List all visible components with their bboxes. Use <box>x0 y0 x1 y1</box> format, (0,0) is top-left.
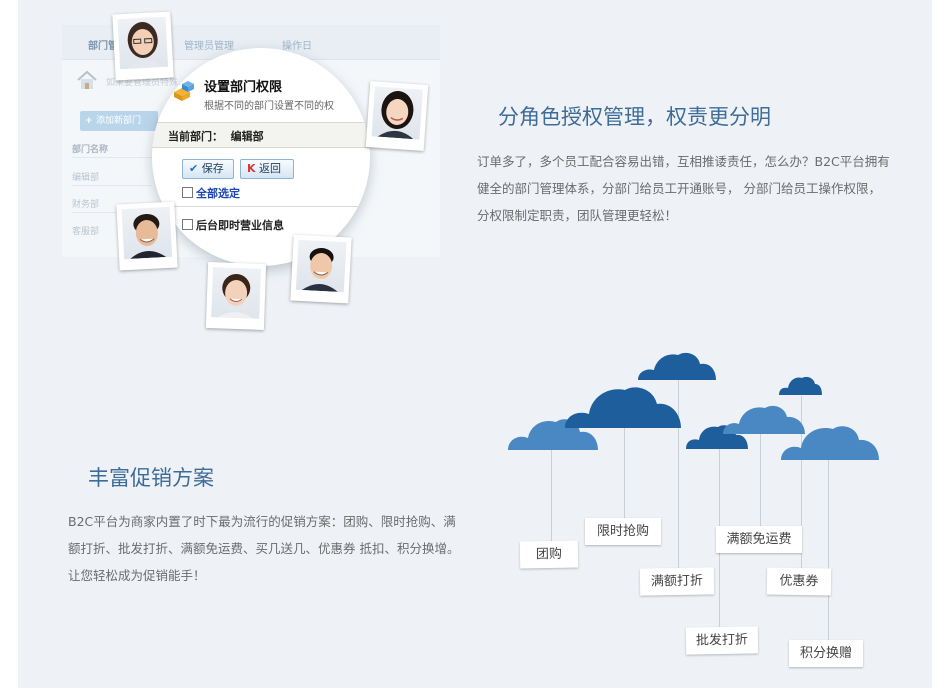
hanging-string <box>678 378 679 570</box>
table-row: 编辑部 <box>72 173 100 183</box>
preview-breadcrumb: 如果要管理员特殊... <box>106 78 187 88</box>
section2-paragraph: B2C平台为商家内置了时下最为流行的促销方案：团购、限时抢购、满额打折、批发打折… <box>68 514 460 583</box>
preview-tab-admins: 管理员管理 <box>184 41 234 52</box>
man-avatar-icon <box>130 214 167 259</box>
permission-dialog-magnifier: 设置部门权限 根据不同的部门设置不同的权 当前部门： 编辑部 ✔ 保存 K 返回… <box>152 48 370 266</box>
cloud-icon <box>779 376 822 395</box>
woman-avatar-icon <box>126 22 163 69</box>
current-dept-label: 当前部门： <box>168 130 223 143</box>
back-button[interactable]: K 返回 <box>240 159 294 179</box>
dialog-divider <box>170 206 370 207</box>
check-icon: ✔ <box>189 162 199 175</box>
woman-avatar-icon <box>377 91 414 140</box>
home-icon <box>76 70 98 94</box>
promo-tag-coupon: 优惠券 <box>766 567 832 596</box>
current-department: 当前部门： 编辑部 <box>168 128 264 144</box>
section1-heading: 分角色授权管理，权责更分明 <box>498 105 771 129</box>
cloud-icon <box>723 405 805 434</box>
column-header-dept-name: 部门名称 <box>72 145 109 155</box>
preview-tab-departments: 部门管 <box>88 41 118 52</box>
promo-tag-wholesale-discount: 批发打折 <box>685 626 759 655</box>
current-dept-value: 编辑部 <box>230 130 264 143</box>
current-dept-bar <box>152 122 370 148</box>
employee-photo <box>290 234 352 304</box>
table-row: 客服部 <box>72 227 100 237</box>
back-arrow-icon: K <box>247 162 256 175</box>
cloud-icon <box>781 426 879 460</box>
hanging-string <box>760 432 761 528</box>
permission-item-label: 后台即时营业信息 <box>196 219 284 232</box>
cloud-icon <box>638 352 716 380</box>
man-avatar-icon <box>301 248 338 292</box>
section2-heading: 丰富促销方案 <box>88 466 214 490</box>
promo-tag-points-redeem: 积分换赠 <box>789 640 863 667</box>
permission-checkbox[interactable] <box>182 219 193 230</box>
grid-divider <box>72 212 152 213</box>
dialog-title: 设置部门权限 <box>204 80 283 95</box>
save-label: 保存 <box>201 162 224 175</box>
employee-photo <box>112 11 174 81</box>
add-department-label: 添加新部门 <box>96 116 142 126</box>
section1-paragraph: 订单多了，多个员工配合容易出错，互相推诿责任，怎么办？B2C平台拥有健全的部门管… <box>477 154 890 223</box>
employee-photo <box>116 201 178 271</box>
hanging-string <box>551 445 552 543</box>
select-all-checkbox[interactable] <box>182 187 193 198</box>
table-row: 财务部 <box>72 200 100 210</box>
hanging-string <box>801 396 802 568</box>
cloud-icon <box>565 387 681 428</box>
promo-tag-group-buy: 团购 <box>519 540 579 569</box>
grid-divider <box>72 157 152 158</box>
grid-divider <box>72 185 152 186</box>
woman-avatar-icon <box>217 274 254 319</box>
save-button[interactable]: ✔ 保存 <box>182 159 234 179</box>
add-department-button: + 添加新部门 <box>80 111 158 131</box>
back-label: 返回 <box>259 162 282 175</box>
promo-tag-flash-sale: 限时抢购 <box>585 518 661 545</box>
employee-photo <box>365 81 429 151</box>
department-blocks-icon <box>172 78 198 106</box>
plus-icon: + <box>85 116 93 126</box>
select-all-label: 全部选定 <box>196 187 240 200</box>
employee-photo <box>205 262 267 330</box>
preview-tab-logs: 操作日 <box>282 41 312 52</box>
hanging-string <box>828 458 829 640</box>
hanging-string <box>624 425 625 520</box>
promo-tag-free-shipping: 满额免运费 <box>716 526 802 553</box>
dialog-subtitle: 根据不同的部门设置不同的权 <box>204 101 334 112</box>
promo-tag-amount-discount: 满额打折 <box>639 567 715 596</box>
